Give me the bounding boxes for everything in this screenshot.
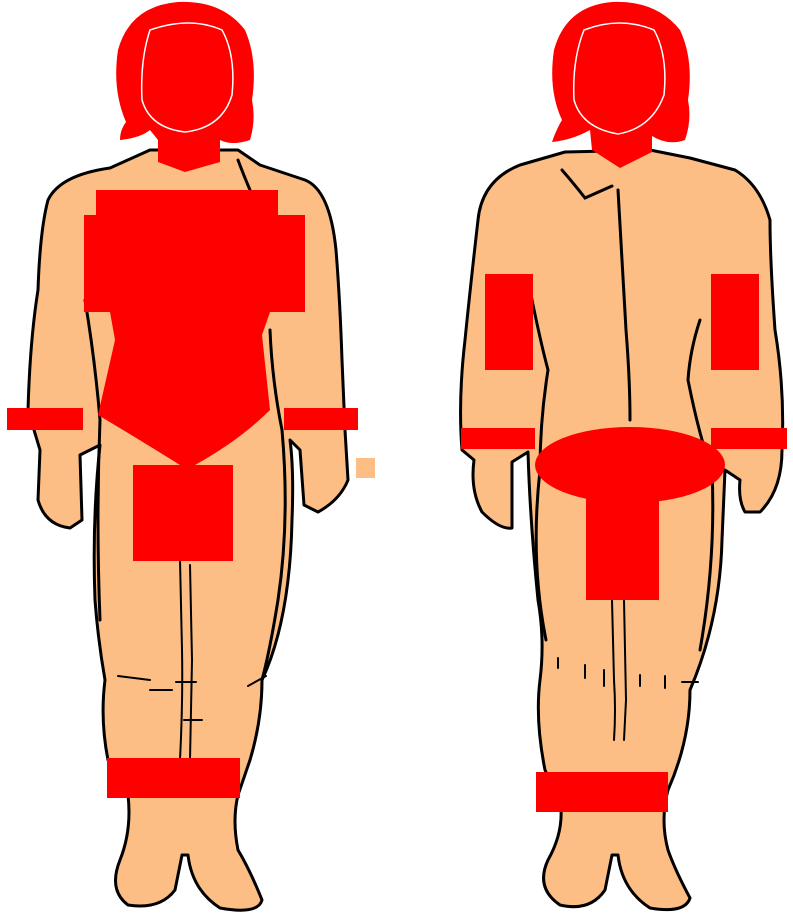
front-right-wrist-highlight — [284, 408, 358, 430]
front-left-wrist-highlight — [7, 408, 83, 430]
back-right-upper-arm-highlight — [711, 274, 759, 370]
back-right-wrist-highlight — [711, 428, 787, 449]
front-lower-legs-highlight — [107, 758, 240, 798]
back-figure — [461, 2, 787, 910]
back-upper-thigh-highlight — [586, 490, 659, 600]
front-groin-highlight — [133, 465, 233, 561]
back-head-neck-highlight — [552, 2, 690, 168]
back-left-upper-arm-highlight — [485, 274, 533, 370]
back-lower-legs-highlight — [536, 772, 668, 812]
front-figure — [7, 2, 375, 910]
front-stray-skin-patch — [356, 458, 375, 478]
back-left-wrist-highlight — [461, 428, 535, 449]
